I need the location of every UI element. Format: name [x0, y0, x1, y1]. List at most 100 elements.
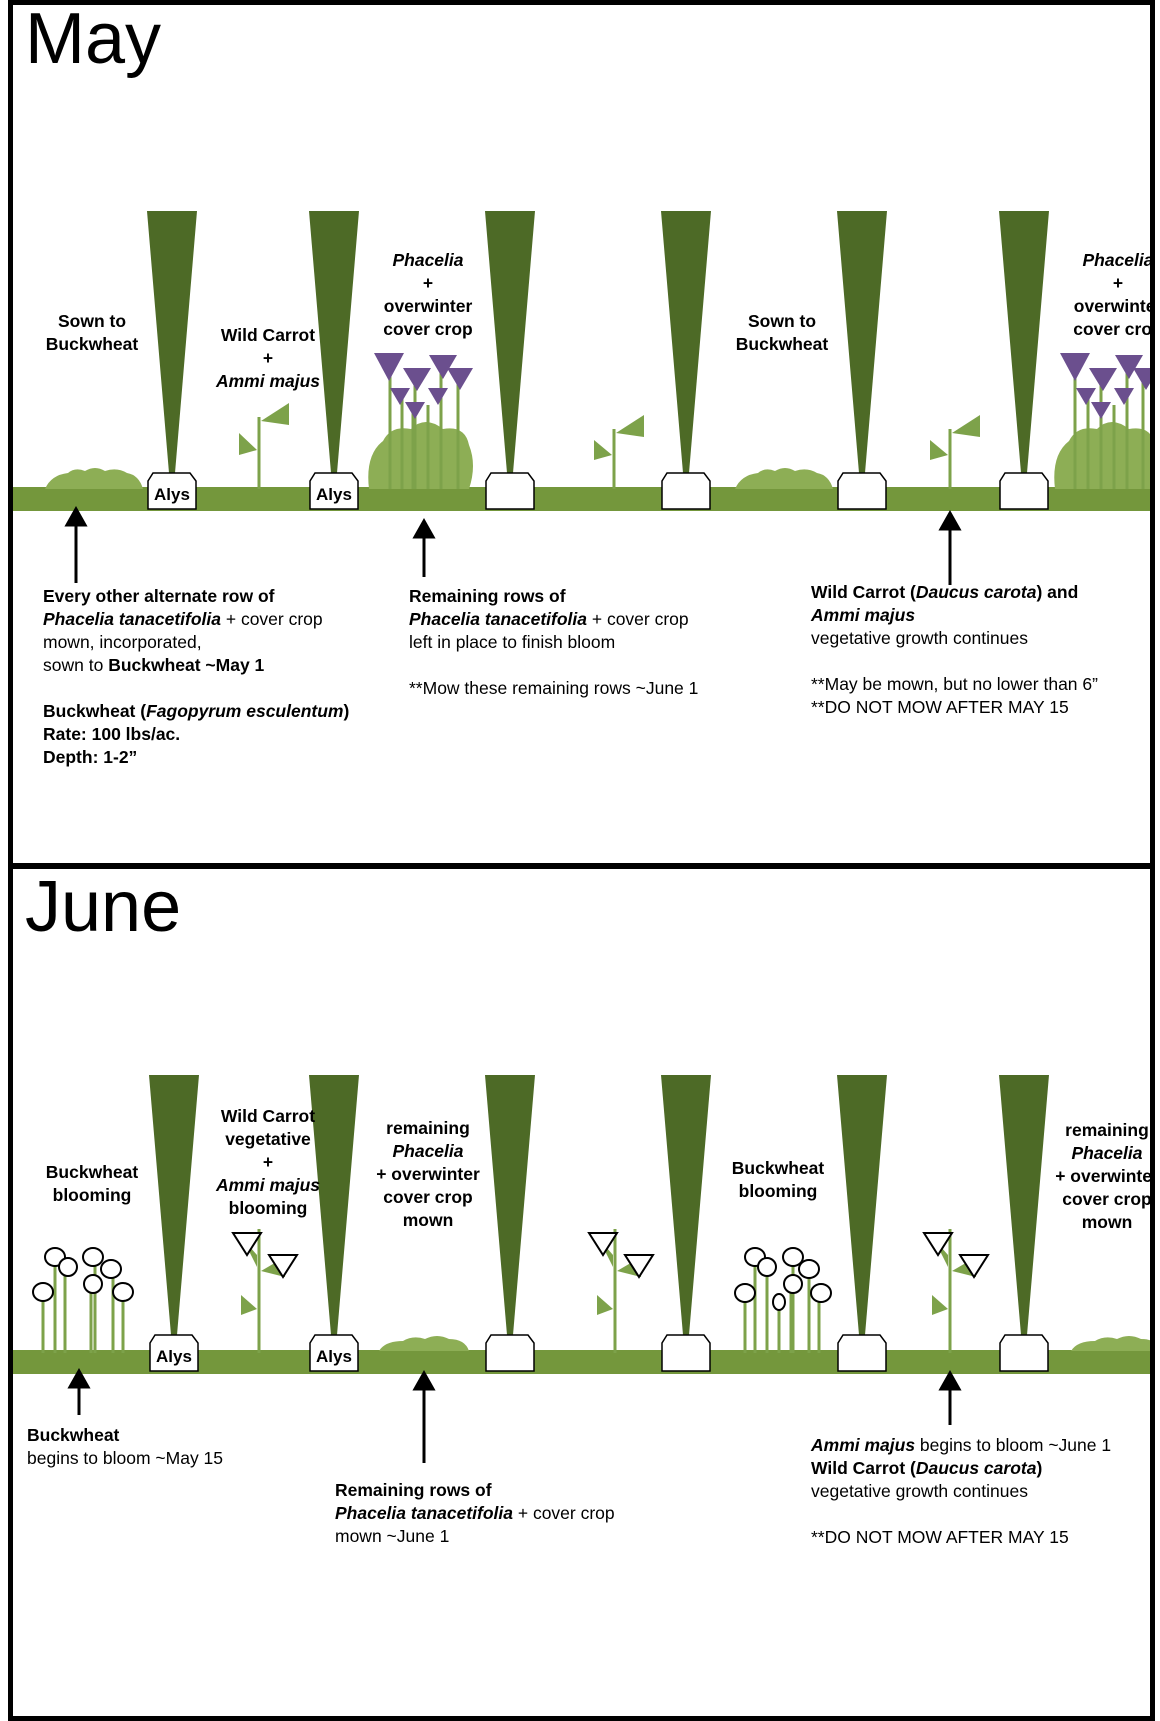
- buckwheat-flower: [100, 1259, 122, 1279]
- tree: [661, 1075, 711, 1335]
- purple-flower: [1115, 355, 1143, 379]
- ground-strip: [13, 1350, 1150, 1374]
- ammi-flower: [231, 1232, 263, 1257]
- trunk-guard: [309, 472, 359, 510]
- ammi-flower: [958, 1254, 990, 1279]
- purple-flower: [390, 388, 410, 405]
- trunk-guard: [485, 1334, 535, 1372]
- purple-flower: [428, 388, 448, 405]
- label-wild-carrot-ammi: Wild Carrot+Ammi majus: [215, 325, 321, 391]
- buckwheat-flower: [32, 1282, 54, 1302]
- purple-flower: [403, 368, 431, 391]
- tree: [485, 1075, 535, 1335]
- buckwheat-flower: [757, 1257, 777, 1277]
- low-mound: [735, 468, 833, 489]
- trunk-guard: [837, 472, 887, 510]
- tree: [147, 211, 197, 473]
- sprout: [594, 415, 644, 489]
- trunk-guard: [309, 1334, 359, 1372]
- shrub: [368, 422, 473, 489]
- buckwheat-flower: [772, 1293, 786, 1311]
- tree: [999, 211, 1049, 473]
- buckwheat-flower: [734, 1283, 756, 1303]
- buckwheat-bloom-2: [734, 1247, 832, 1353]
- buckwheat-flower: [798, 1259, 820, 1279]
- note-ammi-wild-carrot: Ammi majus begins to bloom ~June 1 Wild …: [811, 1435, 1112, 1547]
- sprouts: [239, 403, 980, 489]
- trunk-guard: [661, 1334, 711, 1372]
- buckwheat-flower: [83, 1274, 103, 1294]
- month-title-may: May: [25, 0, 162, 79]
- pointer-arrows: [67, 1367, 962, 1463]
- may-orchard-diagram: Alys Alys: [13, 211, 1150, 585]
- buckwheat-flower: [810, 1283, 832, 1303]
- tree: [309, 1075, 359, 1335]
- alys-label: Alys: [156, 1347, 192, 1366]
- trunk-guards: [149, 1334, 1049, 1372]
- tree: [837, 1075, 887, 1335]
- purple-flower: [1114, 388, 1134, 405]
- low-mound: [45, 468, 143, 489]
- alys-label: Alys: [154, 485, 190, 504]
- buckwheat-flower: [783, 1274, 803, 1294]
- purple-flower: [1076, 388, 1096, 405]
- ammi-flower: [587, 1232, 619, 1257]
- purple-flower: [429, 355, 457, 379]
- month-title-june: June: [25, 867, 182, 947]
- tree-rows: [147, 211, 1049, 473]
- alys-label: Alys: [316, 485, 352, 504]
- purple-flower: [1091, 402, 1111, 419]
- trunk-guard: [999, 1334, 1049, 1372]
- buckwheat-flower: [82, 1247, 104, 1267]
- june-orchard-diagram: Alys Alys: [13, 1075, 1150, 1463]
- ground-strip: [13, 487, 1150, 511]
- mown-mound: [379, 1336, 469, 1351]
- mown-mound: [1071, 1336, 1150, 1351]
- purple-flower: [1060, 353, 1090, 381]
- note-wild-carrot: Wild Carrot (Daucus carota) and Ammi maj…: [811, 582, 1098, 717]
- ammi-bloom-1: [231, 1229, 299, 1353]
- note-alternate-rows: Every other alternate row of Phacelia ta…: [43, 586, 350, 767]
- sprout: [239, 403, 289, 489]
- trunk-guard: [999, 472, 1049, 510]
- purple-flower: [405, 402, 425, 419]
- note-remaining-rows-mown: Remaining rows of Phacelia tanacetifolia…: [335, 1480, 615, 1546]
- trunk-guard: [149, 1334, 199, 1372]
- pointer-arrows: [64, 505, 962, 585]
- purple-flower: [1089, 368, 1117, 391]
- purple-flower: [447, 368, 473, 390]
- buckwheat-bloom-1: [32, 1247, 134, 1353]
- may-panel: May Alys Alys: [8, 0, 1155, 868]
- buckwheat-flower: [782, 1247, 804, 1267]
- tree-rows: [149, 1075, 1049, 1335]
- shrub: [1054, 422, 1150, 489]
- mown-mounds: [379, 1336, 1150, 1351]
- tree: [999, 1075, 1049, 1335]
- ammi-flower: [623, 1254, 655, 1279]
- trunk-guard: [661, 472, 711, 510]
- tree: [309, 211, 359, 473]
- ammi-bloom-3: [922, 1229, 990, 1353]
- note-buckwheat-bloom: Buckwheat begins to bloom ~May 15: [27, 1425, 224, 1468]
- tree: [661, 211, 711, 473]
- june-panel: June Alys Alys: [8, 864, 1155, 1721]
- trunk-guard: [147, 472, 197, 510]
- alys-label: Alys: [316, 1347, 352, 1366]
- purple-flower: [374, 353, 404, 381]
- ammi-flower: [267, 1254, 299, 1279]
- tree: [837, 211, 887, 473]
- trunk-guard: [837, 1334, 887, 1372]
- tree: [485, 211, 535, 473]
- trunk-guards: [147, 472, 1049, 510]
- ammi-flower: [922, 1232, 954, 1257]
- note-remaining-rows: Remaining rows of Phacelia tanacetifolia…: [409, 586, 699, 698]
- trunk-guard: [485, 472, 535, 510]
